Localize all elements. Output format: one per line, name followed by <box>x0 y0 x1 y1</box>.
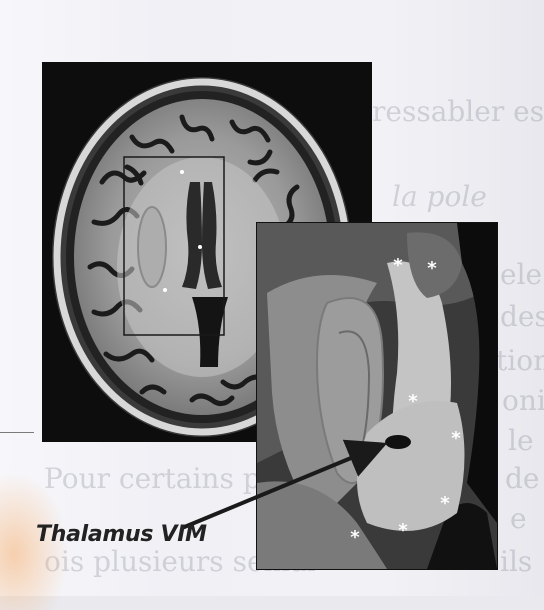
pointer-arrow <box>0 0 544 596</box>
figure-caption: Thalamus VIM <box>36 522 207 547</box>
